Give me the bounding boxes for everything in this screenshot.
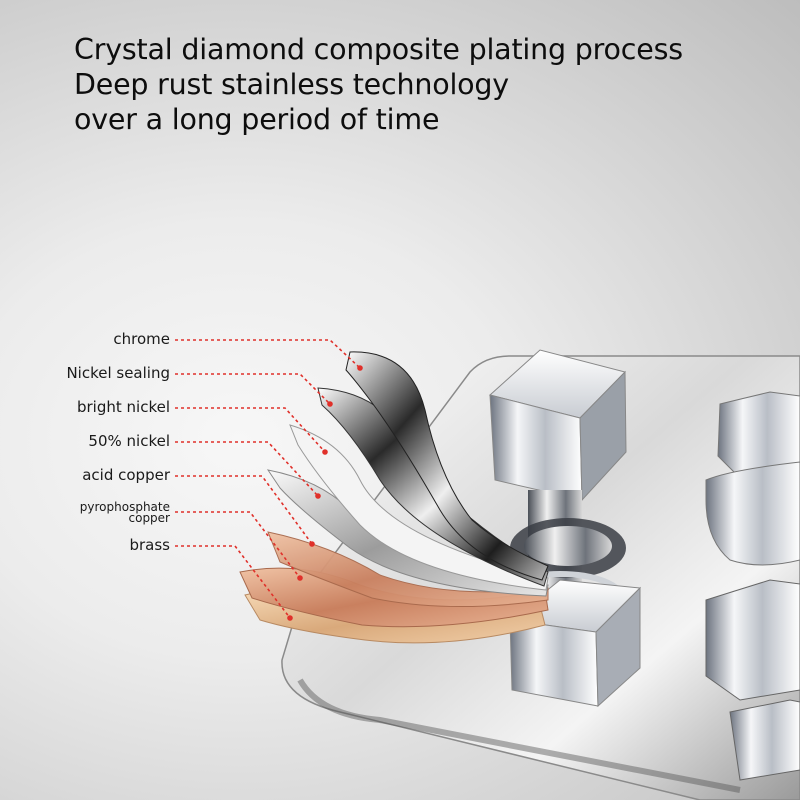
leader-lines bbox=[175, 339, 361, 619]
right-fitting-bottom bbox=[729, 699, 800, 781]
leader-chrome bbox=[175, 339, 361, 369]
label-pyrophosphate-copper: pyrophosphate copper bbox=[79, 500, 170, 525]
layer-chrome bbox=[345, 351, 549, 581]
headline-line-2: Deep rust stainless technology bbox=[74, 68, 509, 101]
leader-markers bbox=[287, 365, 363, 621]
right-fitting-low bbox=[705, 579, 800, 701]
label-brass: brass bbox=[129, 536, 170, 554]
leader-pyrophosphate-copper bbox=[175, 511, 301, 579]
label-50-nickel: 50% nickel bbox=[88, 432, 170, 450]
label-acid-copper: acid copper bbox=[82, 466, 170, 484]
leader-bright-nickel bbox=[175, 407, 326, 453]
label-nickel-sealing: Nickel sealing bbox=[66, 364, 170, 382]
right-fitting-mid bbox=[705, 461, 800, 566]
leader-brass bbox=[175, 545, 291, 619]
leader-nickel-sealing bbox=[175, 373, 331, 405]
headline-line-3: over a long period of time bbox=[74, 103, 440, 136]
headline: Crystal diamond composite plating proces… bbox=[74, 32, 683, 137]
leader-acid-copper bbox=[175, 475, 313, 545]
label-bright-nickel: bright nickel bbox=[76, 398, 170, 416]
layer-acid-copper bbox=[267, 531, 549, 607]
right-fitting-top bbox=[717, 391, 800, 479]
label-chrome: chrome bbox=[113, 330, 170, 348]
valve-top-cube-side bbox=[579, 370, 627, 502]
valve-bottom-cube-side bbox=[595, 586, 641, 708]
headline-line-1: Crystal diamond composite plating proces… bbox=[74, 33, 683, 66]
leader-50-nickel bbox=[175, 441, 319, 497]
